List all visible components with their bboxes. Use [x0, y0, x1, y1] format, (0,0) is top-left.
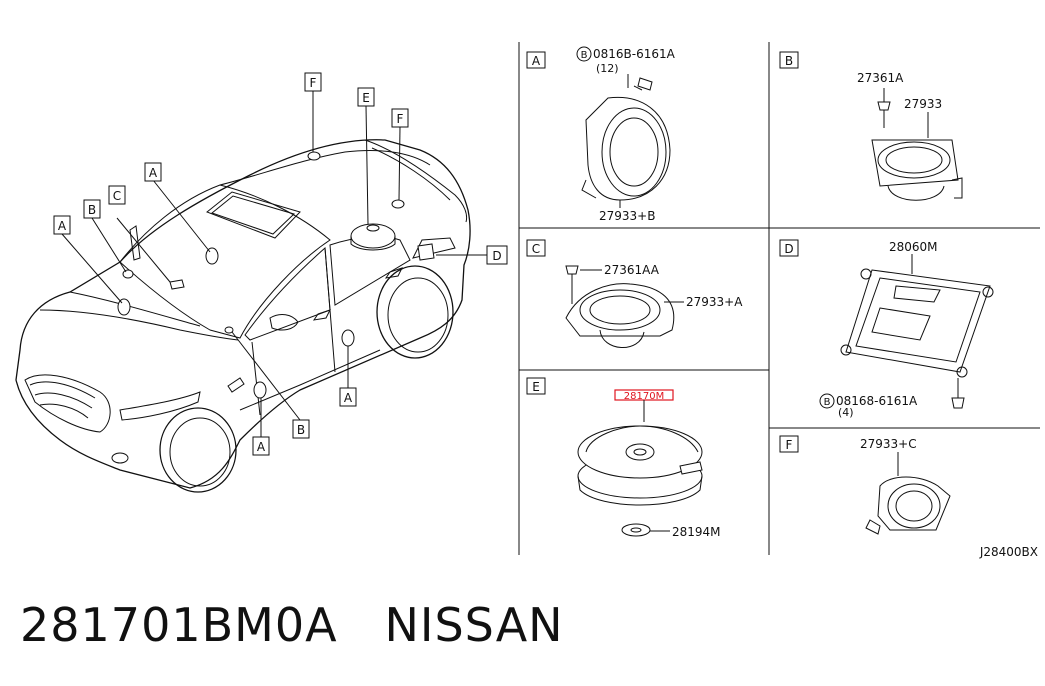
svg-text:A: A	[344, 391, 353, 405]
panel-e: E 28170M 28194M	[526, 377, 721, 539]
panel-c: C 27361AA 27933+A	[526, 239, 743, 348]
svg-text:27933+C: 27933+C	[860, 437, 917, 451]
svg-text:F: F	[310, 76, 317, 90]
svg-text:28170M: 28170M	[624, 391, 664, 402]
part-number: 281701BM0A	[20, 598, 338, 652]
panel-grid-lines	[518, 42, 1040, 555]
callout-a-front: A	[144, 162, 162, 182]
svg-text:08168-6161A: 08168-6161A	[836, 394, 918, 408]
caption: 281701BM0A NISSAN	[20, 598, 564, 652]
panel-d: D 28060M B 08168-6161A (4)	[779, 239, 994, 419]
callout-a-bottom: A	[252, 436, 270, 456]
svg-text:27361A: 27361A	[857, 71, 904, 85]
svg-text:28194M: 28194M	[672, 525, 721, 539]
svg-text:E: E	[362, 91, 370, 105]
callout-f-roof: F	[304, 72, 322, 92]
svg-text:A: A	[532, 54, 541, 68]
callout-f-rear: F	[391, 108, 409, 128]
diagram-code: J28400BX	[979, 545, 1038, 559]
svg-text:C: C	[113, 189, 121, 203]
callout-c-dash: C	[108, 185, 126, 205]
svg-text:A: A	[149, 166, 158, 180]
panel-b: B 27361A 27933	[779, 51, 963, 201]
callout-leaders	[61, 91, 487, 437]
callout-b-front: B	[83, 199, 101, 219]
svg-text:0816B-6161A: 0816B-6161A	[593, 47, 676, 61]
svg-text:D: D	[492, 249, 501, 263]
svg-text:C: C	[532, 242, 540, 256]
svg-text:E: E	[532, 380, 540, 394]
svg-text:B: B	[785, 54, 793, 68]
svg-text:27933: 27933	[904, 97, 942, 111]
svg-text:(4): (4)	[838, 406, 854, 419]
svg-text:B: B	[88, 203, 96, 217]
panel-f: F 27933+C	[779, 435, 951, 535]
svg-text:F: F	[397, 112, 404, 126]
callout-a-door: A	[339, 387, 357, 407]
svg-text:A: A	[58, 219, 67, 233]
svg-text:B: B	[824, 397, 831, 408]
svg-text:27933+B: 27933+B	[599, 209, 655, 223]
svg-text:D: D	[784, 242, 793, 256]
svg-text:27933+A: 27933+A	[686, 295, 743, 309]
callout-e-top: E	[357, 87, 375, 107]
brand-name: NISSAN	[384, 598, 564, 652]
callout-a-dash: A	[53, 215, 71, 235]
svg-text:F: F	[786, 438, 793, 452]
svg-text:A: A	[257, 440, 266, 454]
panel-a: A B 0816B-6161A (12) 27933+B	[526, 46, 676, 223]
svg-text:28060M: 28060M	[889, 240, 938, 254]
svg-text:(12): (12)	[596, 62, 619, 75]
callout-d-right: D	[486, 245, 508, 265]
vehicle-illustration	[15, 139, 471, 493]
svg-text:B: B	[297, 423, 305, 437]
svg-text:27361AA: 27361AA	[604, 263, 660, 277]
callout-b-bottom: B	[292, 419, 310, 439]
svg-text:B: B	[581, 50, 588, 61]
